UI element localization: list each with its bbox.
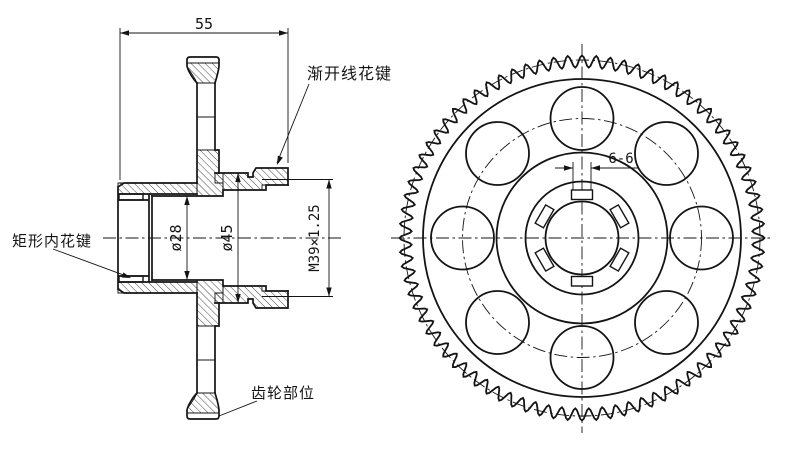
tooth-head-bottom: [186, 391, 220, 420]
hub-circle: [495, 151, 669, 325]
spline-key: [570, 189, 594, 201]
arrowhead: [235, 294, 241, 303]
arrowhead: [184, 271, 190, 280]
gear-teeth-outline: [398, 54, 766, 422]
arrowhead: [326, 179, 332, 189]
hatch-cylinder-bottom: [214, 285, 289, 309]
bore-outline: [151, 184, 289, 292]
arrowhead: [326, 287, 332, 297]
dimension-arrowheads: [120, 30, 600, 303]
lightening-hole: [634, 290, 699, 355]
leader-rect-spline: [52, 248, 130, 278]
bore-circle: [544, 200, 620, 276]
section-view: 55 ø28 ø45 M39×1.25 渐开线花键 矩形内花键 齿轮部位: [12, 15, 392, 420]
label-involute-spline: 渐开线花键: [307, 64, 392, 83]
spline-key: [609, 203, 630, 229]
dimension-55: 55: [119, 15, 289, 180]
leader-gear-section: [218, 400, 258, 417]
dimension-thread-m39: M39×1.25: [307, 179, 330, 297]
cylinder-outer-top: [214, 167, 289, 186]
dimension-outer-45: ø45: [218, 173, 239, 303]
lightening-hole: [669, 205, 734, 271]
arrowhead: [184, 196, 190, 205]
hatch-tooth-top: [186, 62, 220, 84]
lightening-hole: [549, 86, 615, 151]
bolt-circle: [462, 118, 702, 358]
keyway-section-top: [118, 193, 144, 201]
arrowhead: [120, 30, 129, 36]
lightening-hole: [465, 121, 530, 186]
dim-keyway-text: 6-6: [608, 151, 633, 167]
lightening-hole: [634, 121, 699, 186]
tooth-head-top: [186, 56, 220, 85]
arrowhead: [591, 165, 600, 171]
arrowhead: [279, 30, 288, 36]
lightening-hole: [465, 290, 530, 355]
label-gear-section: 齿轮部位: [251, 384, 315, 402]
arrowhead: [121, 272, 131, 278]
hatch-sleeve-top: [117, 182, 198, 195]
label-rect-internal-spline: 矩形内花键: [12, 232, 92, 250]
dim-45-text: ø45: [218, 224, 236, 251]
lightening-hole: [549, 325, 615, 390]
arrowhead: [235, 173, 241, 182]
dim-28-text: ø28: [167, 224, 185, 251]
hatch-cylinder-top: [214, 167, 289, 191]
arrowhead: [564, 165, 573, 171]
web-outline: [196, 82, 220, 394]
lightening-hole: [430, 205, 495, 271]
dim-m39-text: M39×1.25: [307, 204, 323, 271]
gear-front-view: [391, 44, 772, 433]
spline-key: [534, 247, 555, 273]
spline-key: [609, 247, 630, 273]
hatch-tooth-bottom: [186, 392, 220, 414]
arrowhead: [277, 155, 283, 165]
spline-key: [570, 275, 594, 287]
cylinder-outer-bottom: [214, 290, 289, 309]
leader-involute-spline: [276, 83, 310, 164]
dim-55-text: 55: [195, 15, 213, 33]
pitch-circle: [403, 59, 761, 417]
hatch-sleeve-bottom: [117, 281, 198, 294]
rim-circle: [422, 78, 742, 398]
boss-circle: [524, 180, 640, 296]
dimension-bore-28: ø28: [167, 196, 188, 280]
spline-key: [534, 203, 555, 229]
